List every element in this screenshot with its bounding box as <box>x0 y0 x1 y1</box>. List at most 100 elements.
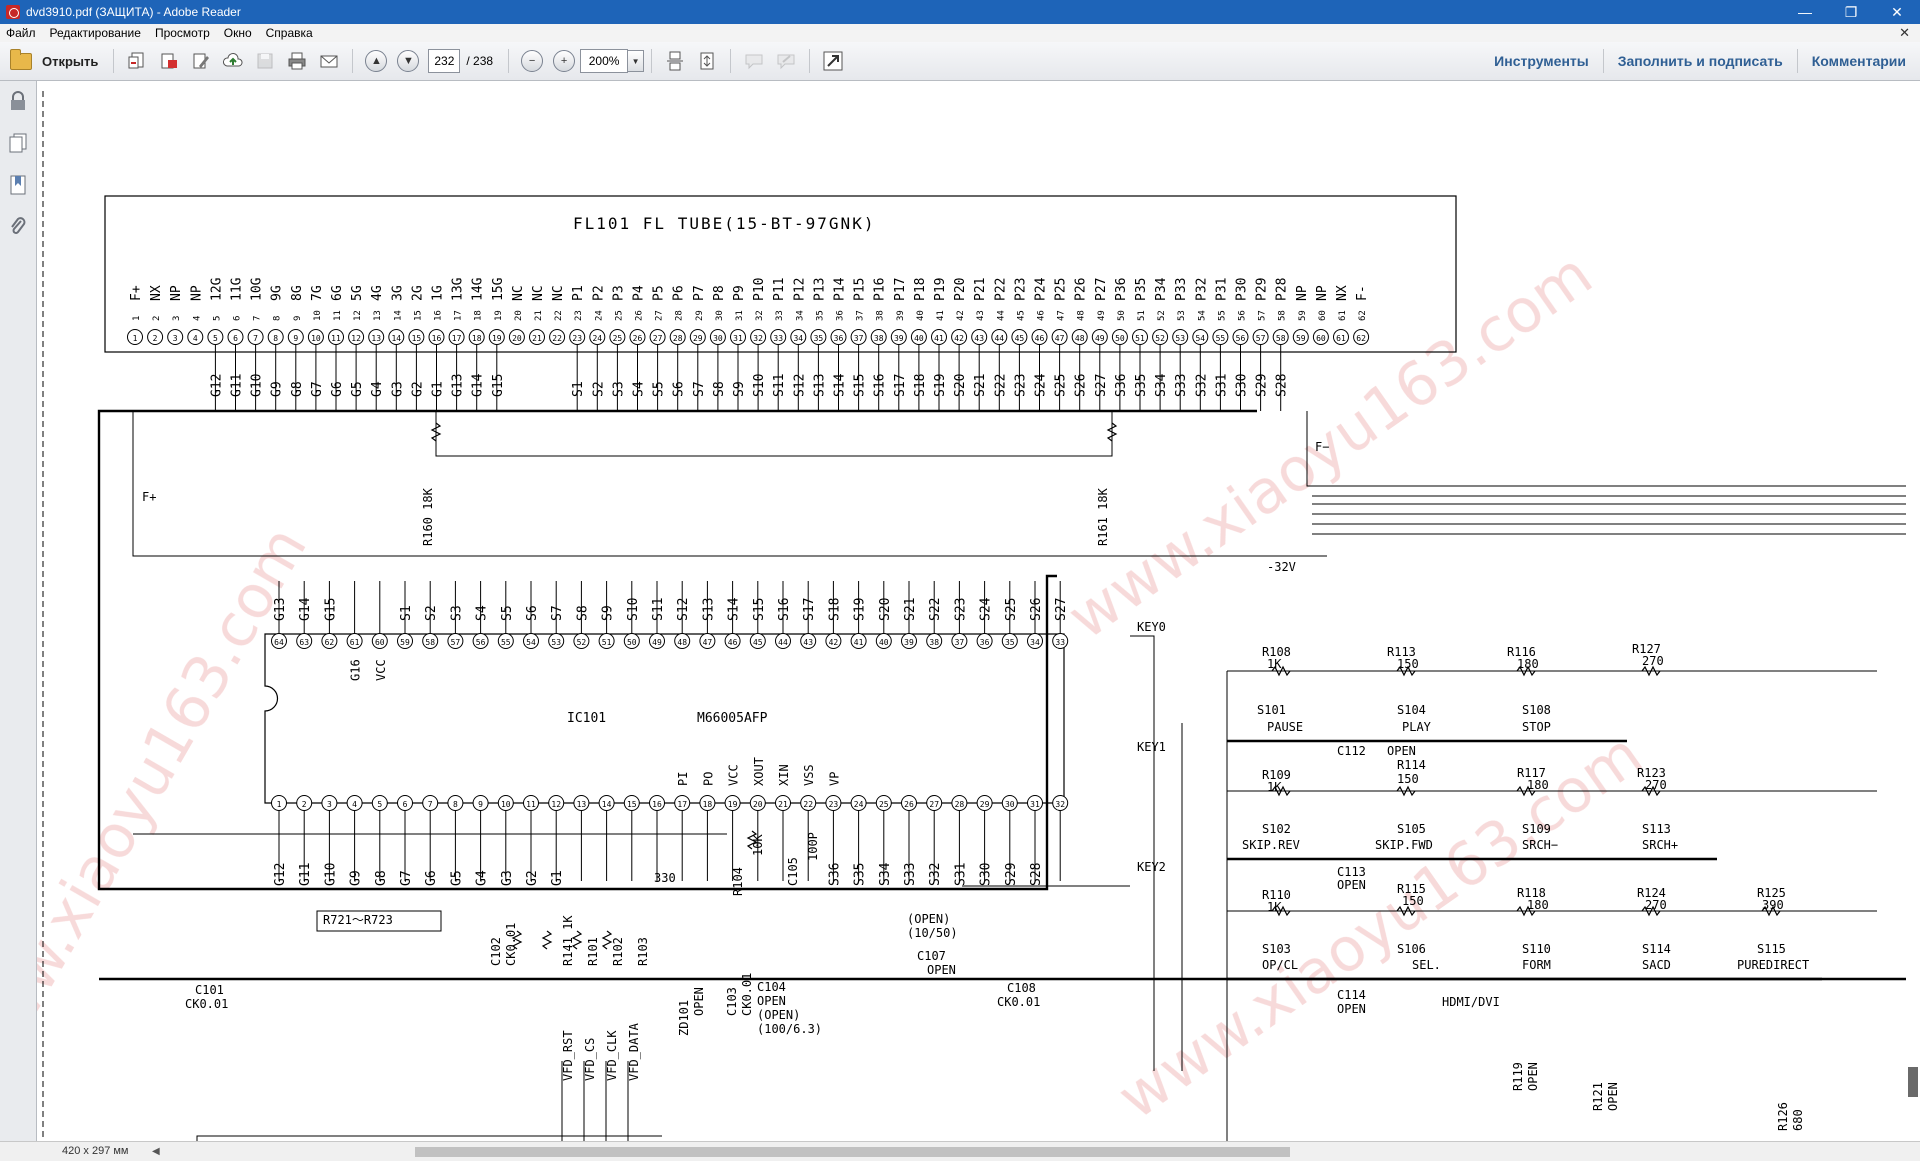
zoom-in-button[interactable]: + <box>551 48 577 74</box>
tube-pin-index: 57 <box>1258 310 1268 321</box>
page-thumbnails-button[interactable] <box>6 131 30 155</box>
label-r123v: 270 <box>1645 778 1667 792</box>
ic-bottom-label: S32 <box>928 863 943 886</box>
zoom-dropdown-chevron-icon[interactable]: ▼ <box>628 50 645 72</box>
menu-window[interactable]: Окно <box>223 26 252 40</box>
export-pdf-button[interactable] <box>156 48 182 74</box>
toolbar-divider <box>352 49 354 73</box>
ic-top-pin-number: 59 <box>400 638 410 647</box>
r161-resistor-icon <box>1106 422 1118 442</box>
label-s106n: SEL. <box>1412 958 1441 972</box>
scroll-mode-button[interactable] <box>662 48 688 74</box>
ic-bottom-pin-number: 6 <box>403 800 408 809</box>
label-c104n2: (100/6.3) <box>757 1022 822 1036</box>
scroll-left-arrow-icon[interactable]: ◀ <box>152 1146 160 1157</box>
tube-pin-index: 8 <box>273 316 283 321</box>
tube-pin-index: 38 <box>876 310 886 321</box>
ic-top-label: S13 <box>701 598 716 621</box>
save-button[interactable] <box>252 48 278 74</box>
ic-top-pin <box>447 633 464 649</box>
zoom-input[interactable] <box>580 49 629 73</box>
label-r115v: 150 <box>1402 894 1424 908</box>
tube-pin-number: 2 <box>153 334 158 343</box>
tube-pin-index: 43 <box>976 310 986 321</box>
label-s109n: SRCH− <box>1522 838 1558 852</box>
tube-pin-circle <box>1252 329 1269 345</box>
tube-pin-circle <box>951 329 968 345</box>
edit-pdf-button[interactable] <box>188 48 214 74</box>
comment-button[interactable] <box>741 48 767 74</box>
close-button[interactable]: ✕ <box>1891 3 1903 20</box>
create-pdf-button[interactable] <box>124 48 150 74</box>
label-c107: C107 <box>917 949 946 963</box>
tube-pin-index: 44 <box>996 310 1006 321</box>
tube-pin-circle <box>147 329 164 345</box>
tools-pane-link[interactable]: Инструменты <box>1494 53 1589 69</box>
ic-bottom-pin-number: 12 <box>551 800 561 809</box>
tube-pin-circle <box>348 329 365 345</box>
menu-edit[interactable]: Редактирование <box>49 26 141 40</box>
tube-pin-number: 38 <box>874 334 884 343</box>
restore-button[interactable]: ❐ <box>1844 3 1858 20</box>
toolbar-right-panels: Инструменты Заполнить и подписать Коммен… <box>1480 42 1920 80</box>
tube-pin-name: P2 <box>591 285 606 301</box>
tube-pin-index: 7 <box>253 316 263 321</box>
label-c113v: OPEN <box>1337 878 1366 892</box>
tube-pin-number: 44 <box>994 334 1004 343</box>
next-page-button[interactable]: ▼ <box>395 48 421 74</box>
bookmarks-button[interactable] <box>6 173 30 197</box>
label-r113: R113 <box>1387 645 1416 659</box>
ic-top-pin-number: 64 <box>274 638 284 647</box>
open-button[interactable]: Открыть <box>0 47 106 75</box>
ic-bottom-pin <box>422 795 439 811</box>
close-document-button[interactable]: ✕ <box>1899 25 1910 40</box>
minimize-button[interactable]: — <box>1798 4 1812 20</box>
page-number-input[interactable] <box>428 49 461 73</box>
menu-file[interactable]: Файл <box>6 26 36 40</box>
vertical-scrollbar[interactable] <box>1906 81 1920 1141</box>
vertical-scroll-thumb[interactable] <box>1908 1067 1918 1097</box>
fit-page-button[interactable] <box>694 48 720 74</box>
ic-top-pin <box>422 633 439 649</box>
comments-pane-link[interactable]: Комментарии <box>1796 49 1920 73</box>
email-button[interactable] <box>316 48 342 74</box>
ic-inner-bottom-label: PO <box>701 772 715 786</box>
ic-top-label: S8 <box>575 605 590 621</box>
tube-pin-name: P6 <box>672 285 687 301</box>
tube-pin-name: P15 <box>853 278 868 301</box>
tube-pin-index: 46 <box>1037 310 1047 321</box>
attachments-button[interactable] <box>6 215 30 239</box>
tube-pin-circle <box>931 329 947 345</box>
ic-bottom-pin-number: 30 <box>1005 800 1015 809</box>
label-r117v: 180 <box>1527 778 1549 792</box>
tube-lead-label: S18 <box>913 374 928 397</box>
tube-lead-label: S20 <box>953 374 968 397</box>
fill-sign-pane-link[interactable]: Заполнить и подписать <box>1602 49 1797 73</box>
tube-pin-number: 22 <box>552 334 562 343</box>
ic-top-pin <box>850 633 867 649</box>
document-view[interactable]: www.xiaoyu163.com www.xiaoyu163.com www.… <box>37 81 1920 1141</box>
ic-bottom-label: S35 <box>853 863 868 886</box>
highlight-button[interactable] <box>773 48 799 74</box>
zoom-out-button[interactable]: − <box>519 48 545 74</box>
security-lock-button[interactable] <box>6 89 30 113</box>
tube-pin-name: P26 <box>1074 278 1089 301</box>
cloud-upload-button[interactable] <box>220 48 246 74</box>
ic-top-label: S19 <box>853 598 868 621</box>
previous-page-button[interactable]: ▲ <box>363 48 389 74</box>
print-button[interactable] <box>284 48 310 74</box>
ic-bottom-label: G1 <box>550 870 565 886</box>
label-r116: R116 <box>1507 645 1536 659</box>
bottom-bus-wire <box>196 1135 662 1141</box>
horizontal-scroll-thumb[interactable] <box>415 1147 1290 1157</box>
menu-view[interactable]: Просмотр <box>154 26 210 40</box>
full-screen-button[interactable] <box>820 48 846 74</box>
label-r124: R124 <box>1637 886 1666 900</box>
label-r125v: 390 <box>1762 898 1784 912</box>
menu-help[interactable]: Справка <box>265 26 313 40</box>
tube-pin-name: P33 <box>1174 278 1189 301</box>
tube-lead-label: S22 <box>993 374 1008 397</box>
tube-pin-circle <box>167 329 184 345</box>
highlight-pen-icon <box>777 54 795 70</box>
